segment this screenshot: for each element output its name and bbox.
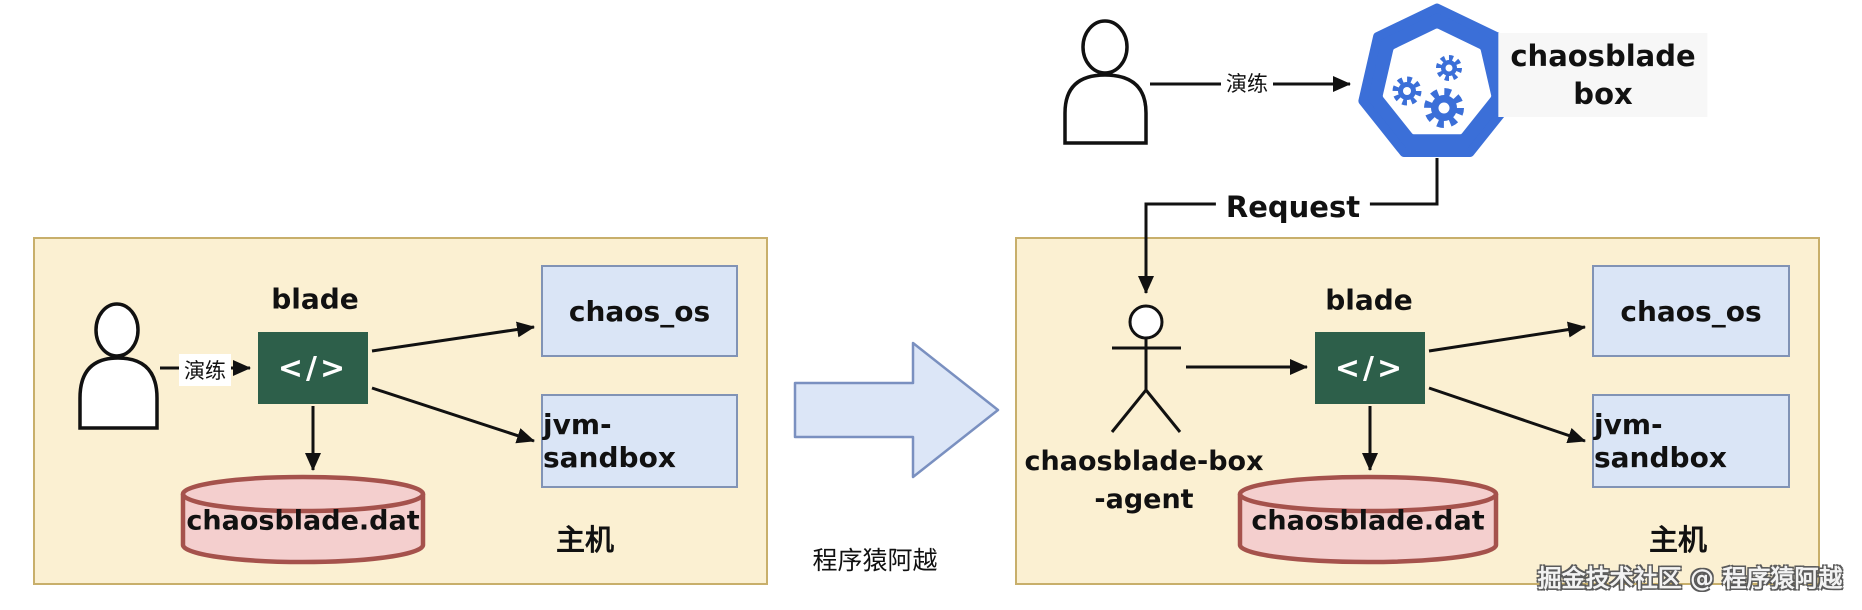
jvm-sandbox-label-right: jvm-sandbox: [1594, 408, 1727, 474]
host-label-right: 主机: [1648, 523, 1708, 557]
author-credit: 程序猿阿越: [812, 546, 938, 575]
chaos-os-label-right: chaos_os: [1620, 294, 1762, 328]
watermark: 掘金技术社区 @ 程序猿阿越: [1537, 564, 1843, 593]
request-label: Request: [1215, 190, 1371, 224]
big-transition-arrow: [793, 341, 1000, 479]
chaos-os-box-left: chaos_os: [541, 265, 738, 357]
blade-cli-box-left: </>: [258, 332, 368, 404]
chaosblade-box-logo-icon: [1358, 3, 1516, 157]
blade-title-left: blade: [271, 282, 359, 316]
code-icon: </>: [1334, 350, 1406, 386]
blade-title-right: blade: [1325, 283, 1413, 317]
person-icon: [1063, 19, 1148, 145]
logo-title: chaosblade box: [1498, 33, 1708, 117]
gear-icon: [1436, 55, 1462, 81]
datastore-label-right: chaosblade.dat: [1251, 505, 1485, 537]
agent-label-line1: chaosblade-box: [1024, 446, 1264, 477]
gear-icon: [1424, 88, 1464, 128]
chaos-os-label-left: chaos_os: [568, 294, 711, 328]
host-label-left: 主机: [555, 523, 615, 557]
gear-icon: [1392, 76, 1422, 106]
agent-label: chaosblade-box -agent: [1024, 443, 1263, 519]
code-icon: </>: [277, 350, 349, 386]
agent-label-line2: -agent: [1094, 484, 1194, 515]
chaos-os-box-right: chaos_os: [1592, 265, 1790, 357]
logo-title-line1: chaosblade: [1510, 39, 1696, 73]
jvm-sandbox-box-right: jvm-sandbox: [1592, 394, 1790, 488]
drill-label-left: 演练: [179, 354, 231, 386]
jvm-sandbox-box-left: jvm-sandbox: [541, 394, 738, 488]
jvm-sandbox-label-left: jvm-sandbox: [543, 408, 676, 474]
drill-label-top: 演练: [1221, 67, 1273, 99]
datastore-label-left: chaosblade.dat: [186, 505, 420, 537]
logo-title-line2: box: [1573, 77, 1633, 111]
blade-cli-box-right: </>: [1315, 332, 1425, 404]
